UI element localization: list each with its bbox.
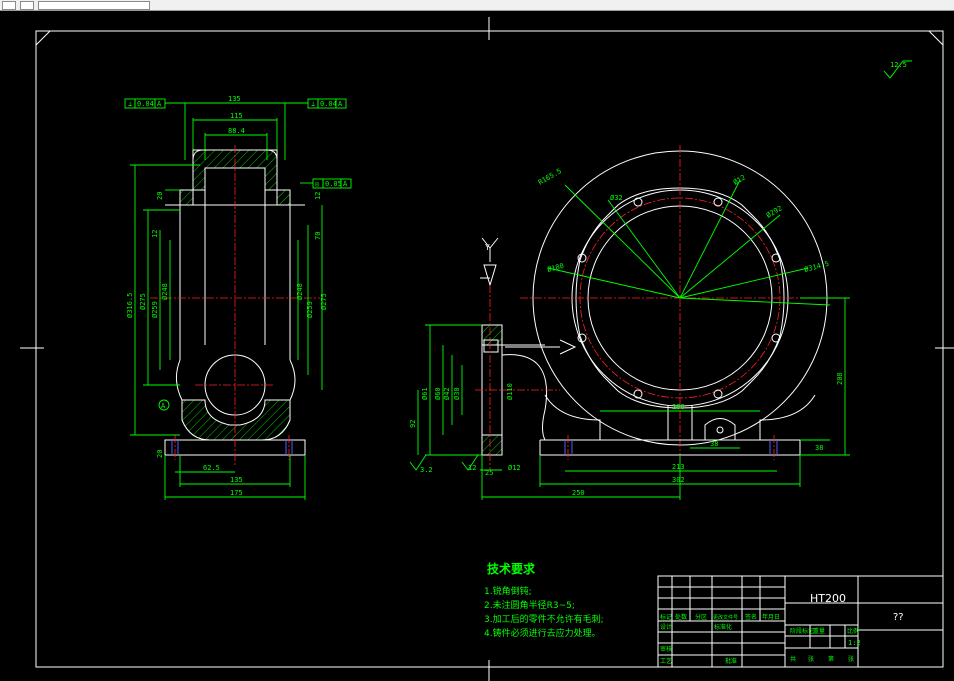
svg-text:20: 20 bbox=[156, 450, 164, 458]
svg-text:208: 208 bbox=[836, 372, 844, 385]
svg-text:12: 12 bbox=[468, 464, 476, 472]
tolerance-value: 0.05 bbox=[325, 180, 342, 188]
svg-text:38: 38 bbox=[815, 444, 823, 452]
toolbar-button[interactable] bbox=[20, 1, 34, 10]
svg-text:◎: ◎ bbox=[315, 180, 320, 188]
svg-text:A: A bbox=[157, 100, 162, 108]
svg-text:Ø259: Ø259 bbox=[306, 301, 314, 318]
scale-value: 1:2 bbox=[848, 639, 861, 647]
svg-text:年月日: 年月日 bbox=[762, 613, 780, 621]
svg-text:工艺: 工艺 bbox=[660, 657, 672, 665]
drawing-frame bbox=[20, 17, 954, 681]
svg-text:Ø110: Ø110 bbox=[506, 383, 514, 400]
svg-text:A: A bbox=[338, 100, 343, 108]
svg-text:Ø314.5: Ø314.5 bbox=[803, 260, 830, 274]
tech-note: 2.未注圆角半径R3~5; bbox=[484, 599, 575, 611]
svg-text:302: 302 bbox=[672, 476, 685, 484]
svg-text:20: 20 bbox=[156, 192, 164, 200]
svg-text:25: 25 bbox=[485, 469, 493, 477]
bolt-holes bbox=[577, 197, 781, 399]
svg-text:分区: 分区 bbox=[695, 613, 707, 621]
svg-text:阶段标记: 阶段标记 bbox=[790, 627, 814, 635]
tolerance-value: 0.04 bbox=[320, 100, 337, 108]
svg-text:Ø259: Ø259 bbox=[151, 301, 159, 318]
tech-title: 技术要求 bbox=[487, 561, 536, 576]
tolerance-value: 0.04 bbox=[137, 100, 154, 108]
drawing-title: ?? bbox=[893, 612, 904, 623]
svg-text:Ø316.5: Ø316.5 bbox=[126, 293, 134, 318]
svg-text:88.4: 88.4 bbox=[228, 127, 245, 135]
technical-requirements: 技术要求 1.锐角倒钝; 2.未注圆角半径R3~5; 3.加工后的零件不允许有毛… bbox=[484, 561, 604, 639]
svg-text:208: 208 bbox=[672, 403, 685, 411]
svg-text:批准: 批准 bbox=[725, 657, 737, 665]
svg-text:3.2: 3.2 bbox=[420, 466, 433, 474]
svg-text:135: 135 bbox=[228, 95, 241, 103]
svg-text:38: 38 bbox=[710, 440, 718, 448]
svg-text:⊥: ⊥ bbox=[128, 100, 132, 108]
svg-text:⊥: ⊥ bbox=[311, 100, 315, 108]
svg-text:Ø275: Ø275 bbox=[139, 293, 147, 310]
tech-note: 3.加工后的零件不允许有毛刺; bbox=[484, 613, 604, 625]
svg-text:Ø248: Ø248 bbox=[161, 283, 169, 300]
svg-text:签名: 签名 bbox=[745, 613, 757, 621]
svg-text:A: A bbox=[161, 402, 166, 410]
svg-text:Ø12: Ø12 bbox=[508, 464, 521, 472]
svg-text:设计: 设计 bbox=[660, 623, 672, 631]
svg-text:张: 张 bbox=[808, 655, 814, 663]
svg-text:175: 175 bbox=[230, 489, 243, 497]
svg-text:第: 第 bbox=[828, 655, 834, 663]
svg-text:重量: 重量 bbox=[813, 627, 825, 635]
svg-text:Ø180: Ø180 bbox=[546, 262, 564, 274]
svg-text:标记: 标记 bbox=[660, 613, 672, 621]
svg-text:70: 70 bbox=[314, 232, 322, 240]
svg-text:处数: 处数 bbox=[675, 613, 687, 621]
svg-text:共: 共 bbox=[790, 655, 796, 663]
svg-text:Ø292: Ø292 bbox=[765, 204, 784, 219]
layer-dropdown[interactable] bbox=[38, 1, 150, 10]
svg-text:审核: 审核 bbox=[660, 645, 672, 653]
svg-text:Ø12: Ø12 bbox=[732, 173, 747, 186]
svg-text:Ø42: Ø42 bbox=[443, 387, 451, 400]
svg-text:213: 213 bbox=[672, 463, 685, 471]
left-section-view: ⊥ 0.04 A ⊥ 0.04 A ◎ 0.05 A 135 115 88.4 bbox=[124, 95, 352, 500]
svg-text:R165.5: R165.5 bbox=[537, 167, 563, 187]
roughness-value: 12.5 bbox=[890, 61, 907, 69]
svg-text:更改文件号: 更改文件号 bbox=[713, 614, 738, 621]
tech-note: 1.锐角倒钝; bbox=[484, 585, 532, 597]
svg-text:12: 12 bbox=[151, 230, 159, 238]
window-top-strip bbox=[0, 0, 954, 11]
svg-text:Ø275: Ø275 bbox=[320, 293, 328, 310]
svg-text:A: A bbox=[343, 180, 348, 188]
svg-text:标准化: 标准化 bbox=[714, 623, 732, 631]
cad-drawing-canvas[interactable]: 12.5 ⊥ 0.04 A ⊥ 0.04 A ◎ 0.05 A 135 115 … bbox=[0, 10, 954, 681]
svg-text:62.5: 62.5 bbox=[203, 464, 220, 472]
axis-y-label: Y bbox=[485, 243, 490, 252]
svg-text:135: 135 bbox=[230, 476, 243, 484]
svg-text:250: 250 bbox=[572, 489, 585, 497]
svg-text:Ø61: Ø61 bbox=[421, 387, 429, 400]
svg-text:92: 92 bbox=[409, 420, 417, 428]
title-block: 标记 处数 分区 更改文件号 签名 年月日 设计 标准化 审核 工艺 批准 阶段… bbox=[657, 575, 944, 668]
toolbar-button[interactable] bbox=[2, 1, 16, 10]
svg-text:Ø30: Ø30 bbox=[453, 387, 461, 400]
svg-text:Ø60: Ø60 bbox=[434, 387, 442, 400]
material-label: HT200 bbox=[810, 592, 846, 605]
svg-text:Ø32: Ø32 bbox=[610, 194, 623, 202]
svg-text:张: 张 bbox=[848, 655, 854, 663]
right-front-view: R165.5 Ø32 Ø12 Ø292 Ø180 Ø314.5 bbox=[409, 145, 850, 500]
tech-note: 4.铸件必须进行去应力处理。 bbox=[484, 627, 601, 639]
roughness-symbol: 12.5 bbox=[883, 60, 912, 79]
svg-text:比例: 比例 bbox=[847, 627, 859, 635]
svg-text:12: 12 bbox=[314, 192, 322, 200]
svg-text:Ø248: Ø248 bbox=[296, 283, 304, 300]
svg-text:115: 115 bbox=[230, 112, 243, 120]
